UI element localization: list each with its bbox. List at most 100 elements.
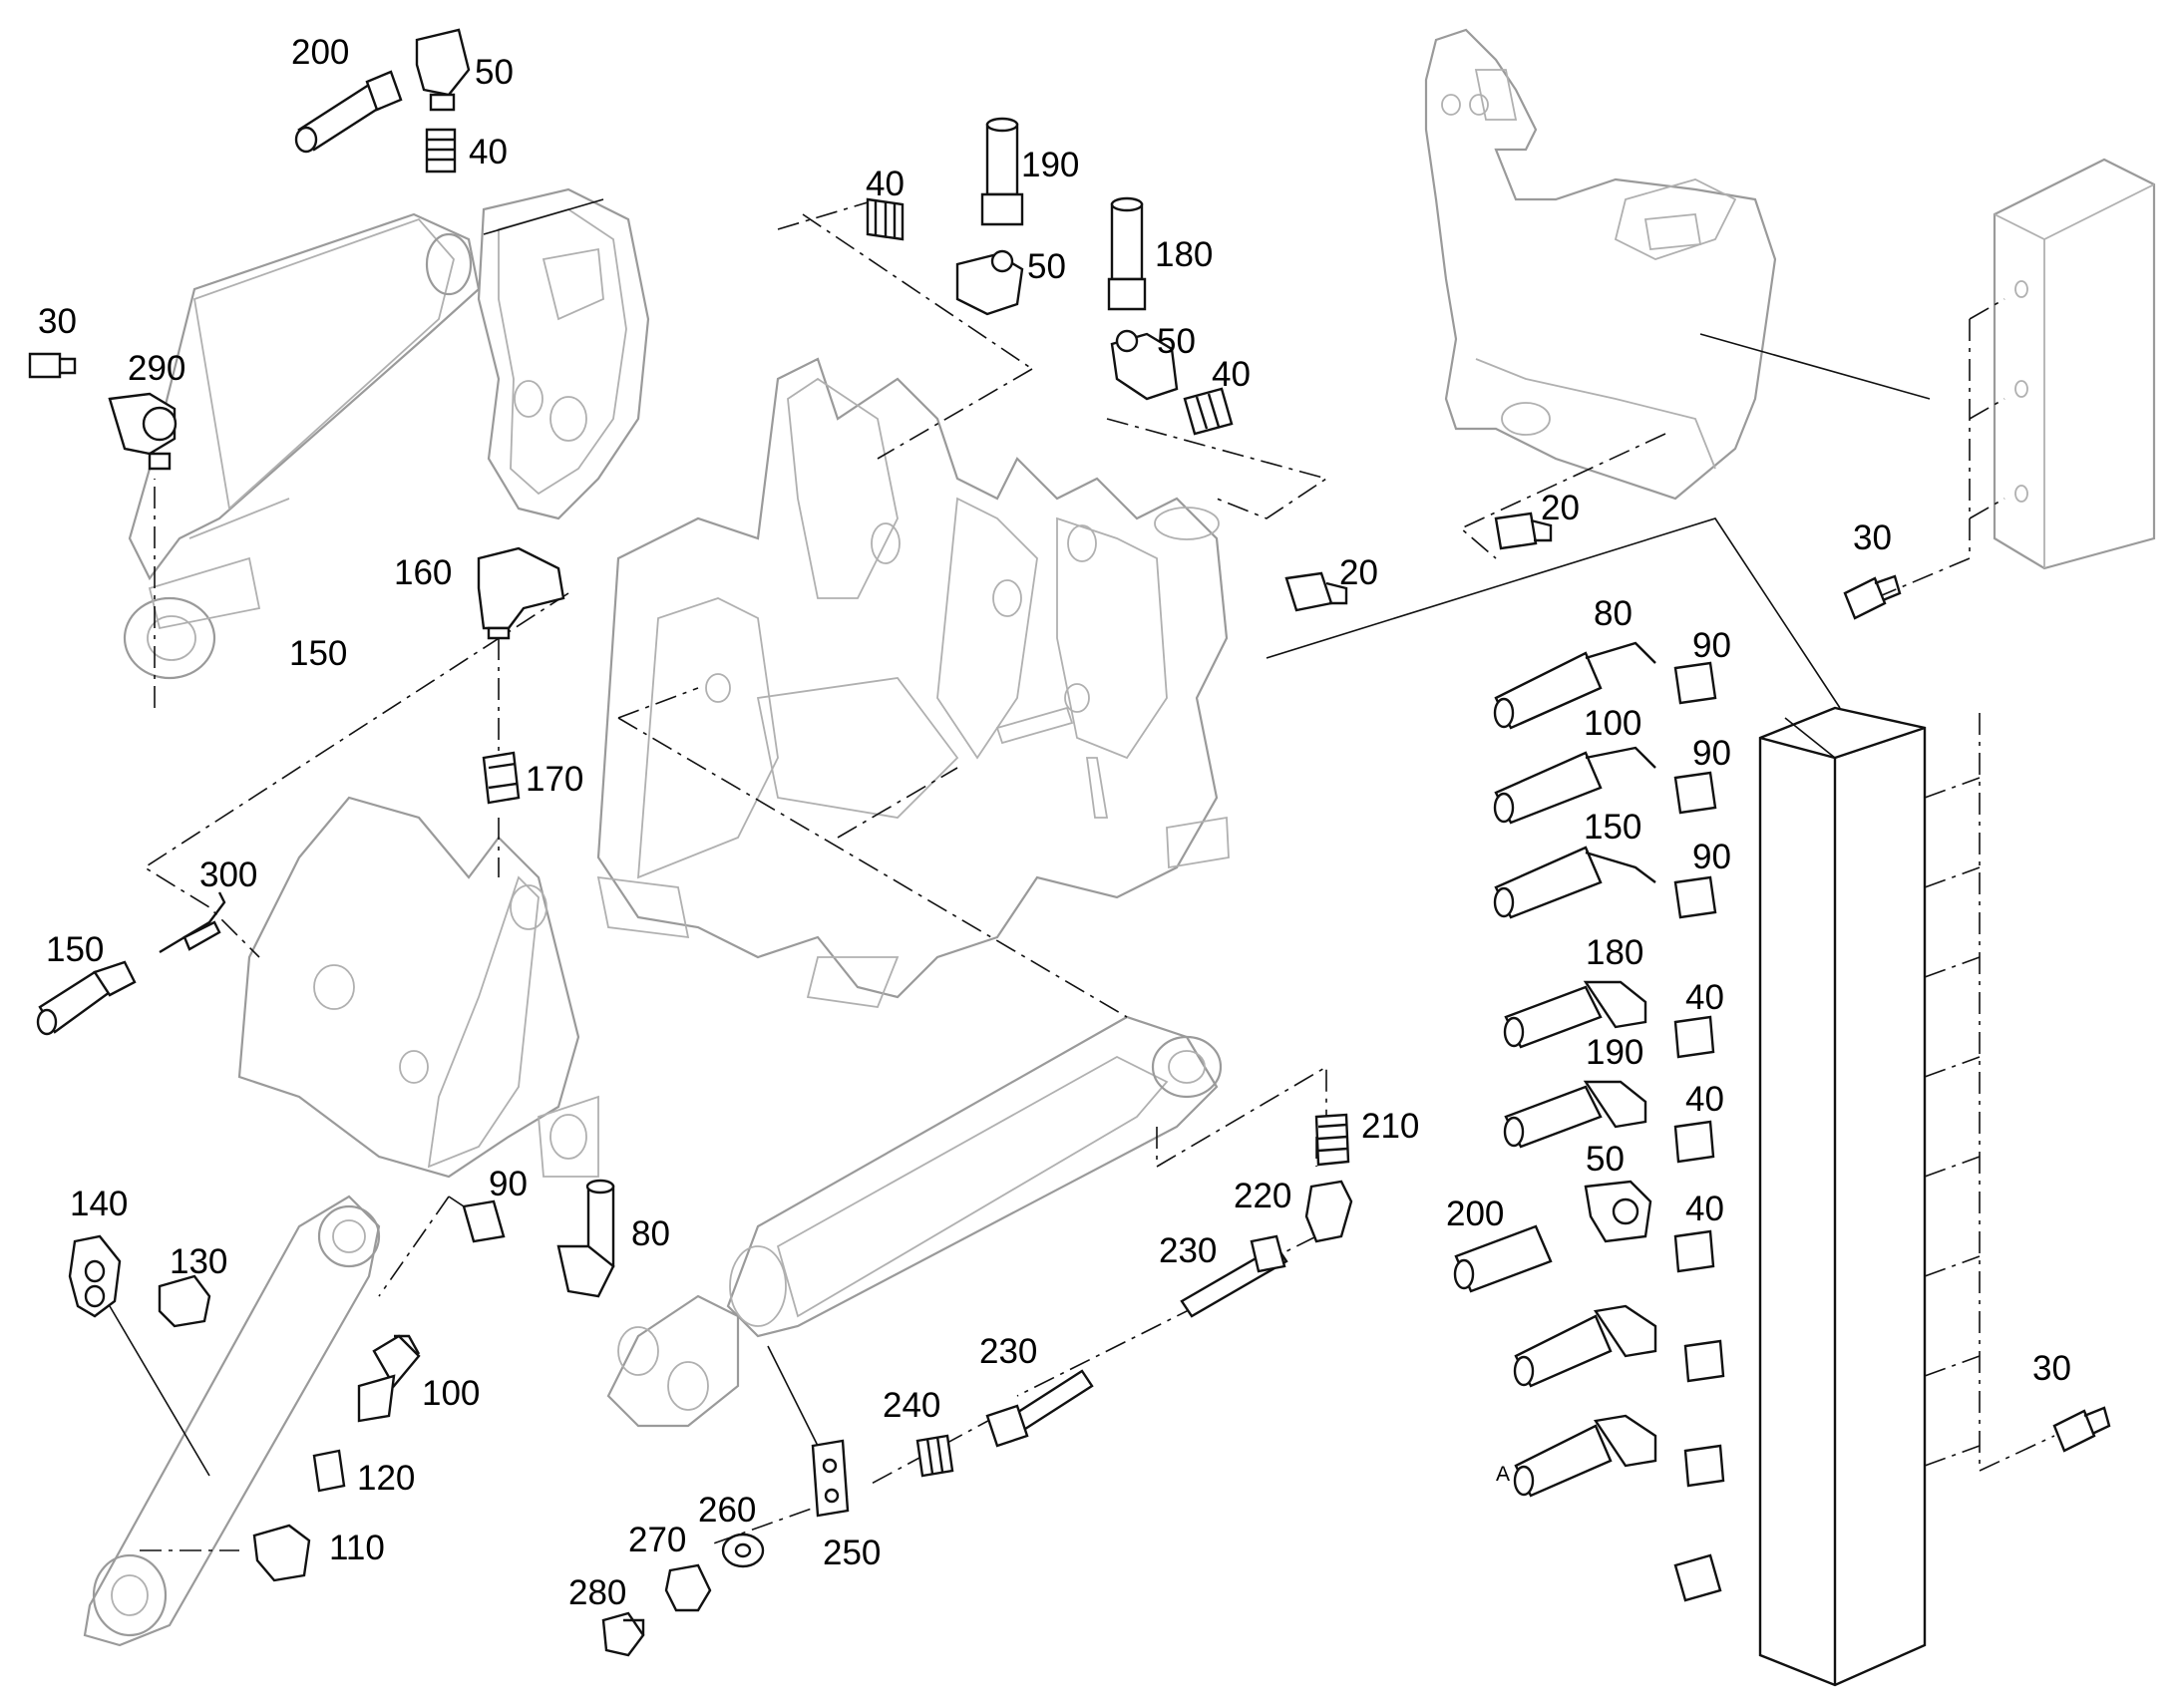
callout-240: 240 [883,1386,941,1425]
adapter-40-e [1673,1120,1715,1164]
washer-260 [721,1533,765,1568]
adapter-40-f [1673,1229,1715,1273]
plug-20-center [1284,571,1348,612]
fitting-30-left [28,352,77,379]
hose-180-right [1503,980,1647,1049]
callout-230: 230 [1159,1231,1218,1270]
adapter-40-right [1183,387,1234,436]
hose-180-center [1107,196,1147,311]
hose-100-bottom [357,1334,421,1423]
callout-280: 280 [568,1573,627,1612]
fitting-120 [312,1449,346,1493]
callout-40: 40 [866,165,905,203]
callout-90: 90 [1692,734,1731,773]
pipe-230-lower [985,1369,1094,1448]
callout-210: 210 [1361,1107,1420,1146]
plate-250 [811,1439,850,1518]
bolt-280 [601,1611,645,1657]
grease-30-right [1843,574,1902,620]
callout-50: 50 [475,53,514,92]
elbow-220 [1304,1180,1353,1243]
adapter-unlabeled-b [1683,1444,1725,1488]
lower-cylinder [606,1015,1223,1428]
hose-unlabeled-a [1513,1304,1657,1388]
callout-90: 90 [1692,838,1731,876]
manifold-block-large [1758,706,1927,1687]
nut-90-b [1673,771,1717,815]
lift-arm-ghost [237,796,599,1179]
hose-190-right [1503,1080,1647,1149]
grease-30-bottom [2052,1406,2111,1453]
callout-40: 40 [1685,1190,1724,1228]
callout-290: 290 [128,349,186,388]
callout-30: 30 [2032,1349,2071,1388]
bracket-ghost [1424,28,1777,501]
callout-a: A [1496,1463,1511,1486]
callout-250: 250 [823,1534,882,1572]
elbow-110 [252,1524,311,1582]
callout-30: 30 [1853,518,1892,557]
callout-190: 190 [1586,1033,1644,1072]
callout-100: 100 [1584,704,1642,743]
callout-140: 140 [70,1185,129,1223]
nut-90-c [1673,875,1717,919]
callout-180: 180 [1155,235,1214,274]
adapter-unlabeled-a [1683,1339,1725,1383]
callout-30: 30 [38,302,77,341]
callout-40: 40 [1212,355,1251,394]
callout-180: 180 [1586,933,1644,972]
nut-170 [482,751,521,805]
elbow-50-right [1110,329,1179,401]
callout-270: 270 [628,1521,687,1559]
callout-220: 220 [1234,1177,1292,1215]
adapter-40-top [425,128,457,173]
callout-80: 80 [1594,594,1633,633]
elbow-50-center [955,249,1024,316]
callout-40: 40 [469,133,508,171]
hose-190-center [980,117,1024,226]
callout-100: 100 [422,1374,481,1413]
loader-frame-ghost [596,357,1230,1008]
callout-50: 50 [1157,322,1196,361]
plug-20-right [1494,512,1553,550]
tee-50-right [1584,1180,1652,1243]
nut-270 [664,1563,712,1612]
callout-150: 150 [289,634,348,673]
hose-200-top [294,70,403,154]
callout-230: 230 [979,1332,1038,1371]
adapter-210 [1314,1113,1350,1167]
nut-90-bottom [462,1199,506,1243]
callout-90: 90 [1692,626,1731,665]
screw-130 [158,1274,211,1328]
callout-40: 40 [1685,978,1724,1017]
manifold-block-small [1993,158,2156,570]
hose-80-right [1493,641,1656,730]
callout-260: 260 [698,1491,757,1530]
hose-unlabeled-b [1513,1414,1657,1498]
callout-200: 200 [291,33,350,72]
callout-190: 190 [1021,146,1080,184]
callout-150: 150 [46,930,105,969]
nut-90-a [1673,661,1717,705]
link-rod [83,1195,381,1647]
hose-300 [159,891,226,954]
callout-150: 150 [1584,808,1642,847]
leader-lines [109,198,1931,1477]
adapter-40-center [866,197,905,241]
upper-cylinder [123,212,481,680]
callout-300: 300 [199,855,258,894]
pipe-230-upper [1180,1234,1288,1318]
elbow-160 [477,546,565,640]
fitting-290 [108,392,178,471]
centerlines [140,198,2055,1551]
adapter-40-d [1673,1015,1715,1059]
callout-120: 120 [357,1459,416,1498]
elbow-50-top [415,28,471,112]
hose-150-right [1493,846,1656,919]
callout-160: 160 [394,553,453,592]
callout-90: 90 [489,1165,528,1203]
callout-50: 50 [1027,247,1066,286]
callout-110: 110 [329,1529,385,1567]
callout-40: 40 [1685,1080,1724,1119]
